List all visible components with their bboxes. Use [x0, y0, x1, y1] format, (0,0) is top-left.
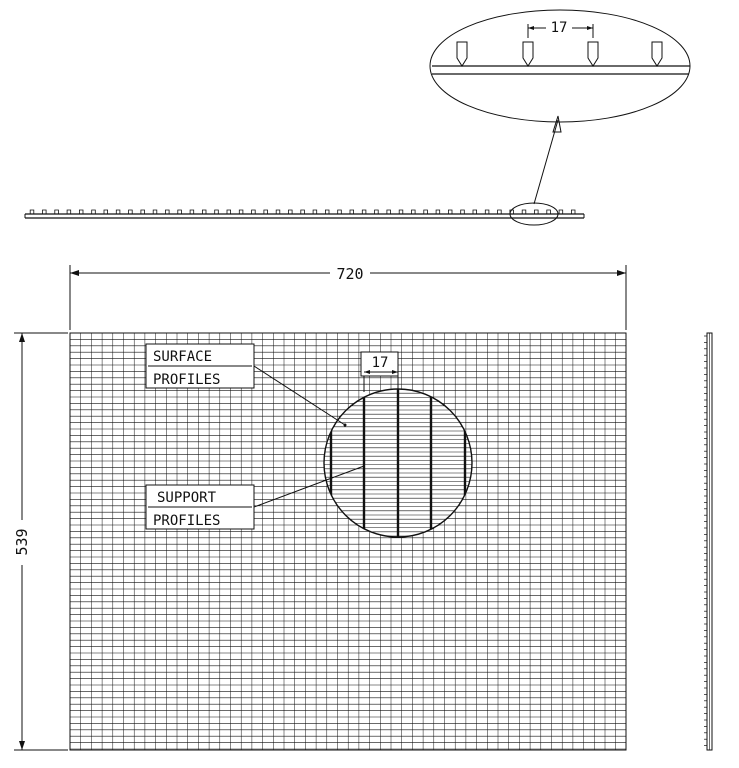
- support-callout-line2: PROFILES: [153, 513, 220, 529]
- detail-spacing-label: 17: [372, 355, 389, 371]
- side-profile-bump: [226, 209, 231, 214]
- side-profile-bump: [202, 209, 207, 214]
- surface-leader: [253, 365, 346, 426]
- screen-panel-grid: [70, 333, 626, 750]
- side-profile-bump: [66, 209, 72, 214]
- top-detail-dimension: 17: [527, 20, 594, 38]
- side-profile-bump: [312, 209, 318, 214]
- surface-callout-line1: SURFACE: [153, 349, 212, 365]
- side-profile-bump: [165, 209, 170, 214]
- side-profile-bump: [448, 209, 453, 214]
- side-profile-bump: [29, 209, 35, 214]
- side-view-profiles: [29, 209, 576, 214]
- height-dimension: 539: [13, 332, 68, 751]
- side-profile-bump: [238, 209, 244, 214]
- side-profile-bump: [546, 209, 551, 214]
- side-profile-bump: [288, 209, 293, 214]
- side-profile-bump: [300, 209, 305, 214]
- support-callout-line1: SUPPORT: [157, 490, 217, 506]
- side-profile-bump: [79, 209, 84, 214]
- side-profile-bump: [275, 209, 281, 214]
- side-profile-bump: [398, 209, 404, 214]
- side-profile-bump: [484, 209, 490, 214]
- side-profile-bump: [152, 209, 158, 214]
- detail-circle-view: [323, 388, 473, 538]
- side-profile-bump: [177, 209, 182, 214]
- side-profile-bump: [558, 209, 564, 214]
- side-profile-bump: [325, 209, 330, 214]
- side-view-detail-ellipse: [509, 202, 559, 226]
- side-profile-bump: [386, 209, 391, 214]
- support-leader: [253, 465, 365, 508]
- side-profile-bump: [263, 209, 268, 214]
- side-profile-bump: [361, 209, 367, 214]
- main-view: 720 539 17: [13, 265, 627, 751]
- side-profile-bump: [103, 209, 108, 214]
- profile-3: [587, 41, 599, 67]
- side-profile-bump: [42, 209, 47, 214]
- support-profiles-callout: SUPPORT PROFILES: [145, 465, 365, 530]
- side-profile-bump: [214, 209, 219, 214]
- side-profile-bump: [128, 209, 133, 214]
- width-label: 720: [336, 265, 363, 283]
- side-profile-bump: [423, 209, 428, 214]
- side-profile-bump: [374, 209, 379, 214]
- top-detail-leader: [533, 119, 559, 205]
- side-profile-bump: [140, 209, 145, 214]
- side-profile-bump: [349, 209, 354, 214]
- side-profile-bump: [251, 209, 256, 214]
- top-detail-leader-arrow: [552, 115, 562, 133]
- profile-2: [522, 41, 534, 67]
- surface-profiles-callout: SURFACE PROFILES: [145, 343, 347, 427]
- side-profile-bump: [435, 209, 441, 214]
- side-profile-bump: [534, 209, 539, 214]
- side-profile-bump: [54, 209, 59, 214]
- side-profile-bump: [91, 209, 96, 214]
- surface-callout-line2: PROFILES: [153, 372, 220, 388]
- side-profile-bump: [571, 209, 576, 214]
- side-profile-bump: [497, 209, 502, 214]
- edge-view: [704, 332, 713, 751]
- detail-dimension: 17: [360, 351, 399, 392]
- side-profile-bump: [521, 209, 527, 214]
- height-label: 539: [13, 528, 31, 555]
- side-profile-bump: [115, 209, 121, 214]
- side-profile-bump: [472, 209, 477, 214]
- top-detail-view: 17: [429, 9, 691, 205]
- profile-4: [651, 41, 663, 67]
- top-detail-profiles: [456, 41, 663, 67]
- side-profile-bump: [411, 209, 416, 214]
- side-profile-bump: [189, 209, 195, 214]
- side-profile-bump: [460, 209, 465, 214]
- side-profile-bump: [337, 209, 342, 214]
- top-detail-spacing-label: 17: [551, 20, 568, 36]
- side-view-bar: [24, 202, 585, 226]
- profile-1: [456, 41, 468, 67]
- width-dimension: 720: [69, 265, 627, 330]
